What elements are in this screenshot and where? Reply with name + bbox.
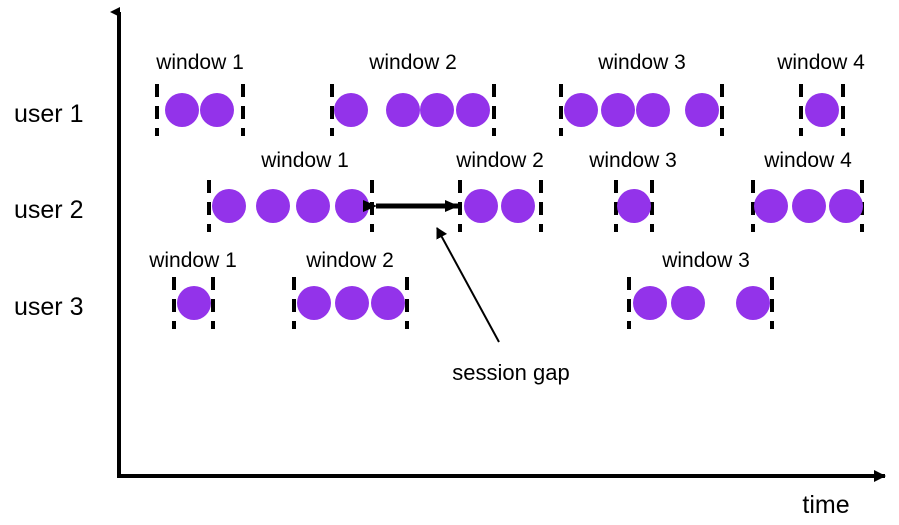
event-dot[interactable] <box>792 189 826 223</box>
event-dot[interactable] <box>212 189 246 223</box>
window-label-u3-w3: window 3 <box>661 249 750 272</box>
timeline-row-user-1: user 1 window 1 window 2 window 3 window 4 <box>14 51 865 136</box>
event-dot[interactable] <box>636 93 670 127</box>
window-label-u3-w1: window 1 <box>148 249 237 272</box>
window-u1-w3[interactable]: window 3 <box>559 51 724 136</box>
window-label-u1-w4: window 4 <box>776 51 865 74</box>
window-label-u1-w3: window 3 <box>597 51 686 74</box>
event-dot[interactable] <box>564 93 598 127</box>
event-dot[interactable] <box>754 189 788 223</box>
window-u2-w4[interactable]: window 4 <box>751 149 864 232</box>
annotation-label-session-gap: session gap <box>452 360 569 385</box>
window-u2-w1[interactable]: window 1 <box>207 149 374 232</box>
event-dot[interactable] <box>420 93 454 127</box>
event-dot[interactable] <box>501 189 535 223</box>
window-label-u1-w1: window 1 <box>155 51 244 74</box>
annotations-group: session gap <box>363 200 570 385</box>
window-u2-w2[interactable]: window 2 <box>455 149 544 232</box>
event-dot[interactable] <box>829 189 863 223</box>
window-u3-w1[interactable]: window 1 <box>148 249 237 329</box>
event-dot[interactable] <box>464 189 498 223</box>
event-dot[interactable] <box>671 286 705 320</box>
window-u3-w2[interactable]: window 2 <box>292 249 409 329</box>
window-u2-w3[interactable]: window 3 <box>588 149 677 232</box>
window-label-u2-w4: window 4 <box>763 149 852 172</box>
event-dot[interactable] <box>617 189 651 223</box>
event-dot[interactable] <box>165 93 199 127</box>
event-dot[interactable] <box>633 286 667 320</box>
event-dot[interactable] <box>805 93 839 127</box>
window-label-u3-w2: window 2 <box>305 249 394 272</box>
event-dot[interactable] <box>296 189 330 223</box>
x-axis-label: time <box>802 491 849 519</box>
session-gap-leader-line <box>436 227 500 343</box>
timeline-row-user-2: user 2 window 1 window 2 window 3 window 4 <box>14 149 864 232</box>
event-dot[interactable] <box>601 93 635 127</box>
event-dot[interactable] <box>335 286 369 320</box>
axes-group <box>110 7 886 482</box>
window-u3-w3[interactable]: window 3 <box>627 249 774 329</box>
window-label-u2-w1: window 1 <box>260 149 349 172</box>
window-u1-w4[interactable]: window 4 <box>776 51 865 136</box>
event-dot[interactable] <box>256 189 290 223</box>
window-u1-w2[interactable]: window 2 <box>330 51 496 136</box>
event-dot[interactable] <box>200 93 234 127</box>
user-label-user-2: user 2 <box>14 196 83 224</box>
window-label-u2-w2: window 2 <box>455 149 544 172</box>
user-label-user-3: user 3 <box>14 293 83 321</box>
annotation-session-gap: session gap <box>363 200 570 385</box>
event-dot[interactable] <box>335 189 369 223</box>
event-dot[interactable] <box>736 286 770 320</box>
window-label-u2-w3: window 3 <box>588 149 677 172</box>
user-label-user-1: user 1 <box>14 100 83 128</box>
event-dot[interactable] <box>685 93 719 127</box>
event-dot[interactable] <box>386 93 420 127</box>
window-u1-w1[interactable]: window 1 <box>155 51 245 136</box>
event-dot[interactable] <box>456 93 490 127</box>
timeline-row-user-3: user 3 window 1 window 2 window 3 <box>14 249 774 329</box>
event-dot[interactable] <box>371 286 405 320</box>
window-label-u1-w2: window 2 <box>368 51 457 74</box>
event-dot[interactable] <box>334 93 368 127</box>
event-dot[interactable] <box>297 286 331 320</box>
event-dot[interactable] <box>177 286 211 320</box>
